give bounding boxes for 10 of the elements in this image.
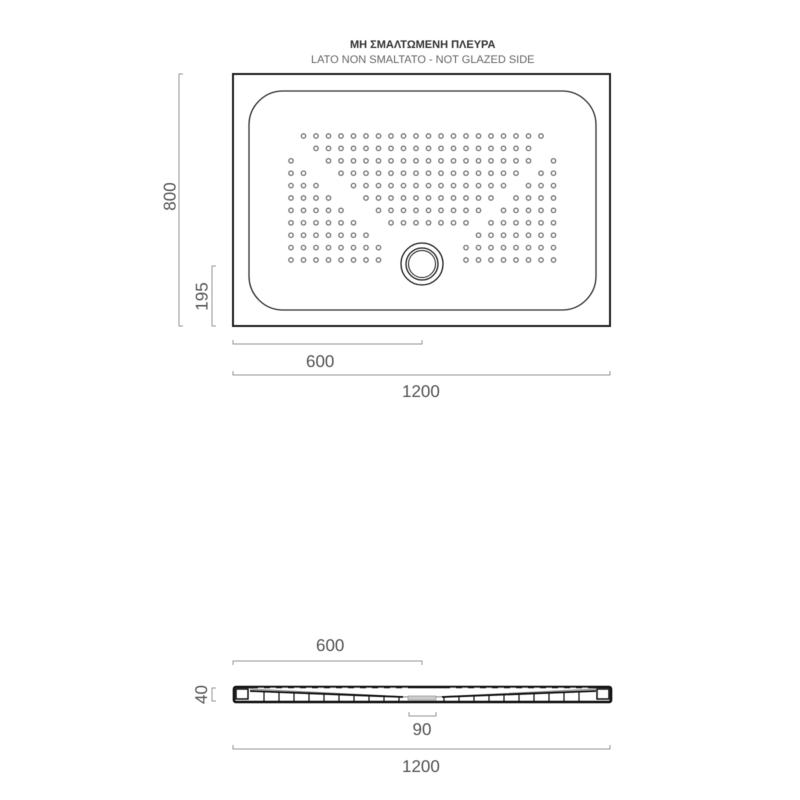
dimension-label: 600	[306, 352, 334, 370]
dimension-label: 195	[194, 282, 211, 310]
dimension-label: 1200	[402, 758, 440, 774]
note-text: ΜΗ ΣΜΑΛΤΩΜΕΝΗ ΠΛΕΥΡΑ	[350, 40, 496, 50]
dimension-label: 800	[162, 182, 179, 210]
dimension-label: 1200	[402, 382, 440, 400]
dimension-label: 40	[192, 684, 210, 704]
note-text: LATO NON SMALTATO - NOT GLAZED SIDE	[311, 54, 535, 66]
dimension-label: 600	[316, 636, 344, 654]
dimension-label: 90	[412, 720, 432, 738]
